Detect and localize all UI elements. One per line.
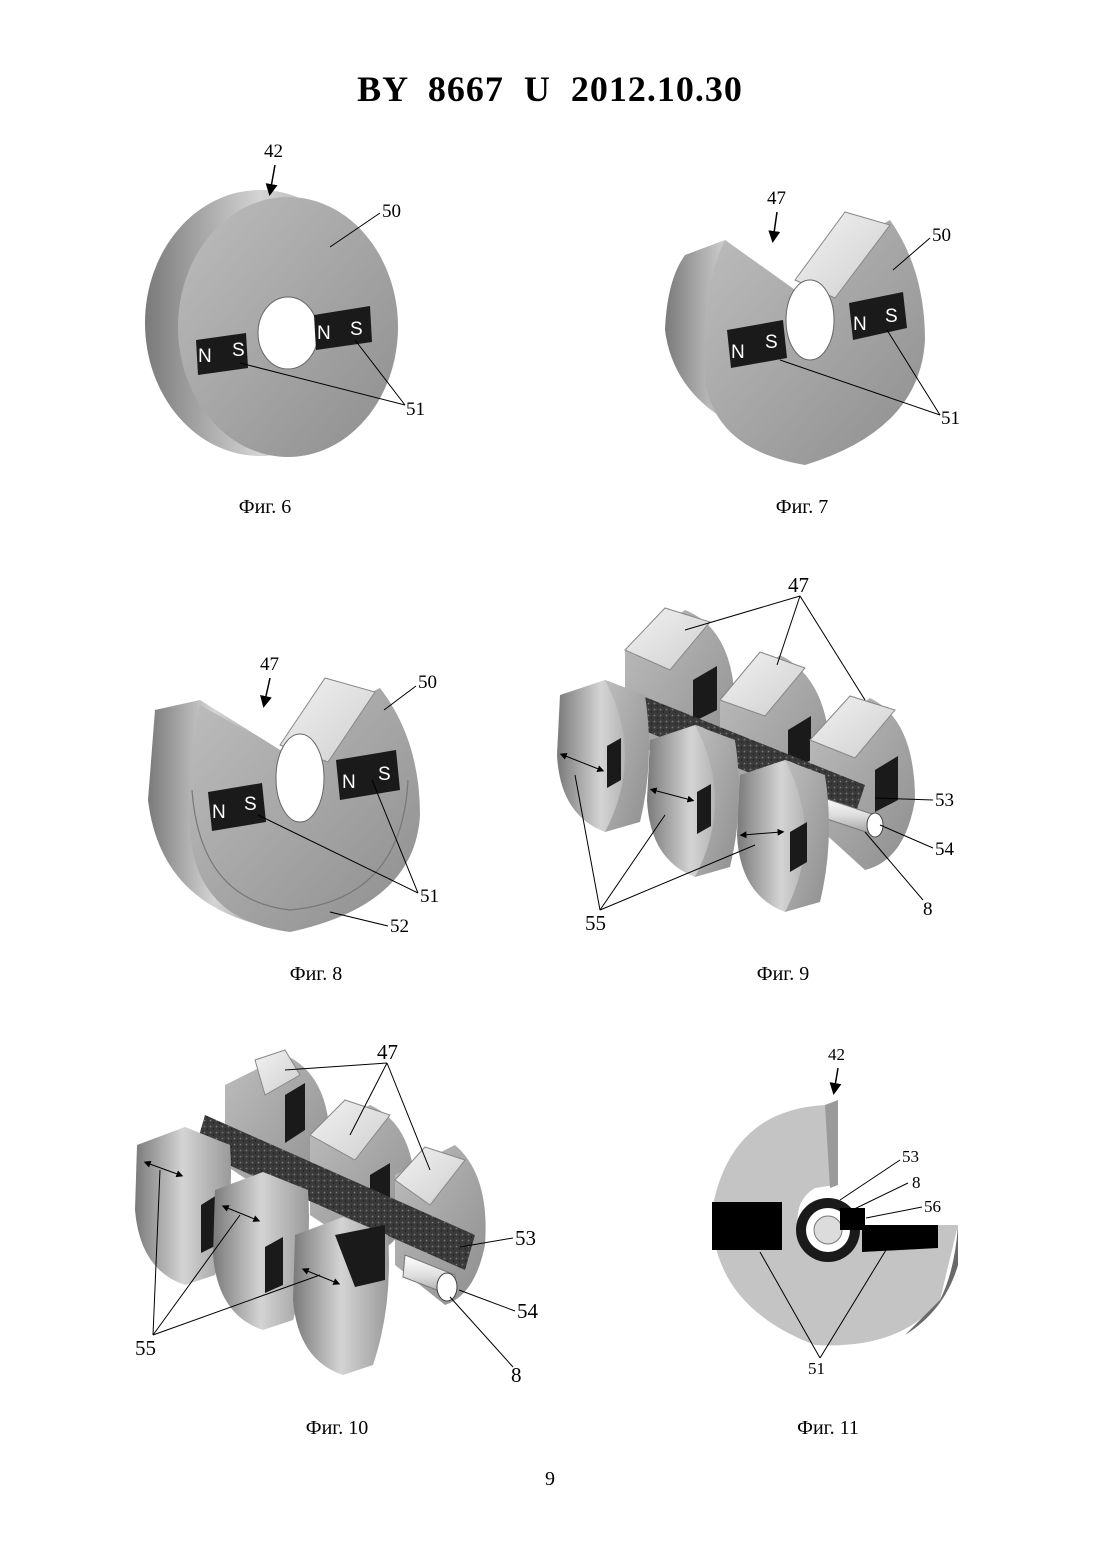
pole-s-label: S: [765, 332, 778, 353]
pole-n-label: N: [853, 314, 867, 335]
figure-7-caption: Фиг. 7: [702, 496, 902, 519]
pole-n-label: N: [317, 323, 331, 344]
magnet-right: [862, 1225, 938, 1252]
label-51: 51: [420, 886, 439, 907]
figure-8-caption: Фиг. 8: [216, 963, 416, 986]
label-47: 47: [260, 654, 279, 675]
pole-s-label: S: [378, 764, 391, 785]
label-53: 53: [902, 1147, 919, 1166]
label-50: 50: [382, 201, 401, 222]
label-8: 8: [912, 1173, 921, 1192]
label-8: 8: [923, 899, 933, 920]
pole-s-label: S: [232, 340, 245, 361]
figure-9-caption: Фиг. 9: [683, 963, 883, 986]
pole-s-label: S: [350, 319, 363, 340]
figure-6-caption: Фиг. 6: [165, 496, 365, 519]
label-47: 47: [767, 188, 786, 209]
label-56: 56: [924, 1197, 941, 1216]
pole-s-label: S: [885, 306, 898, 327]
pole-n-label: N: [198, 346, 212, 367]
label-50: 50: [418, 672, 437, 693]
figure-10-drawing: 47 53 54 8 55: [125, 1035, 565, 1395]
pole-n-label: N: [212, 802, 226, 823]
figure-10-caption: Фиг. 10: [237, 1417, 437, 1440]
label-50: 50: [932, 225, 951, 246]
label-55: 55: [585, 911, 606, 935]
slot-opening: [786, 280, 834, 360]
label-47: 47: [788, 573, 809, 597]
figure-8-drawing: N S N S 47 50 51 52: [140, 650, 460, 950]
disc-front-2: [647, 725, 739, 877]
disc-front-1: [557, 680, 649, 832]
label-52: 52: [390, 916, 409, 937]
document-header: BY 8667 U 2012.10.30: [0, 68, 1100, 110]
figure-11: 42 53 8 56 51: [690, 1040, 970, 1380]
label-51: 51: [406, 399, 425, 420]
label-54: 54: [517, 1299, 539, 1323]
disc-front-3: [737, 760, 829, 912]
page-number: 9: [0, 1468, 1100, 1491]
figure-11-caption: Фиг. 11: [728, 1417, 928, 1440]
magnet-left: [712, 1202, 782, 1250]
figure-9-drawing: 47 53 54 8 55: [545, 570, 985, 950]
figure-7: N S N S 47 50 51: [655, 180, 975, 480]
figure-8: N S N S 47 50 51 52: [140, 650, 460, 950]
label-47: 47: [377, 1040, 398, 1064]
label-51: 51: [808, 1359, 825, 1378]
insert: [840, 1208, 865, 1230]
figure-10: 47 53 54 8 55: [125, 1035, 565, 1395]
figure-11-drawing: 42 53 8 56 51: [690, 1040, 970, 1380]
figure-7-drawing: N S N S 47 50 51: [655, 180, 975, 480]
pole-n-label: N: [731, 342, 745, 363]
figure-6: N S N S 42 50 51: [130, 135, 450, 475]
pole-s-label: S: [244, 794, 257, 815]
label-55: 55: [135, 1336, 156, 1360]
slot-opening: [276, 734, 324, 822]
figure-6-drawing: N S N S 42 50 51: [130, 135, 450, 475]
label-53: 53: [935, 790, 954, 811]
pole-n-label: N: [342, 772, 356, 793]
center-hole: [258, 297, 318, 369]
label-53: 53: [515, 1226, 536, 1250]
label-54: 54: [935, 839, 955, 860]
shaft-inner: [814, 1216, 842, 1244]
shaft-end: [437, 1273, 457, 1301]
disc-front-3: [293, 1217, 389, 1375]
label-51: 51: [941, 408, 960, 429]
figure-9: 47 53 54 8 55: [545, 570, 985, 950]
label-42: 42: [828, 1045, 845, 1064]
label-42: 42: [264, 141, 283, 162]
